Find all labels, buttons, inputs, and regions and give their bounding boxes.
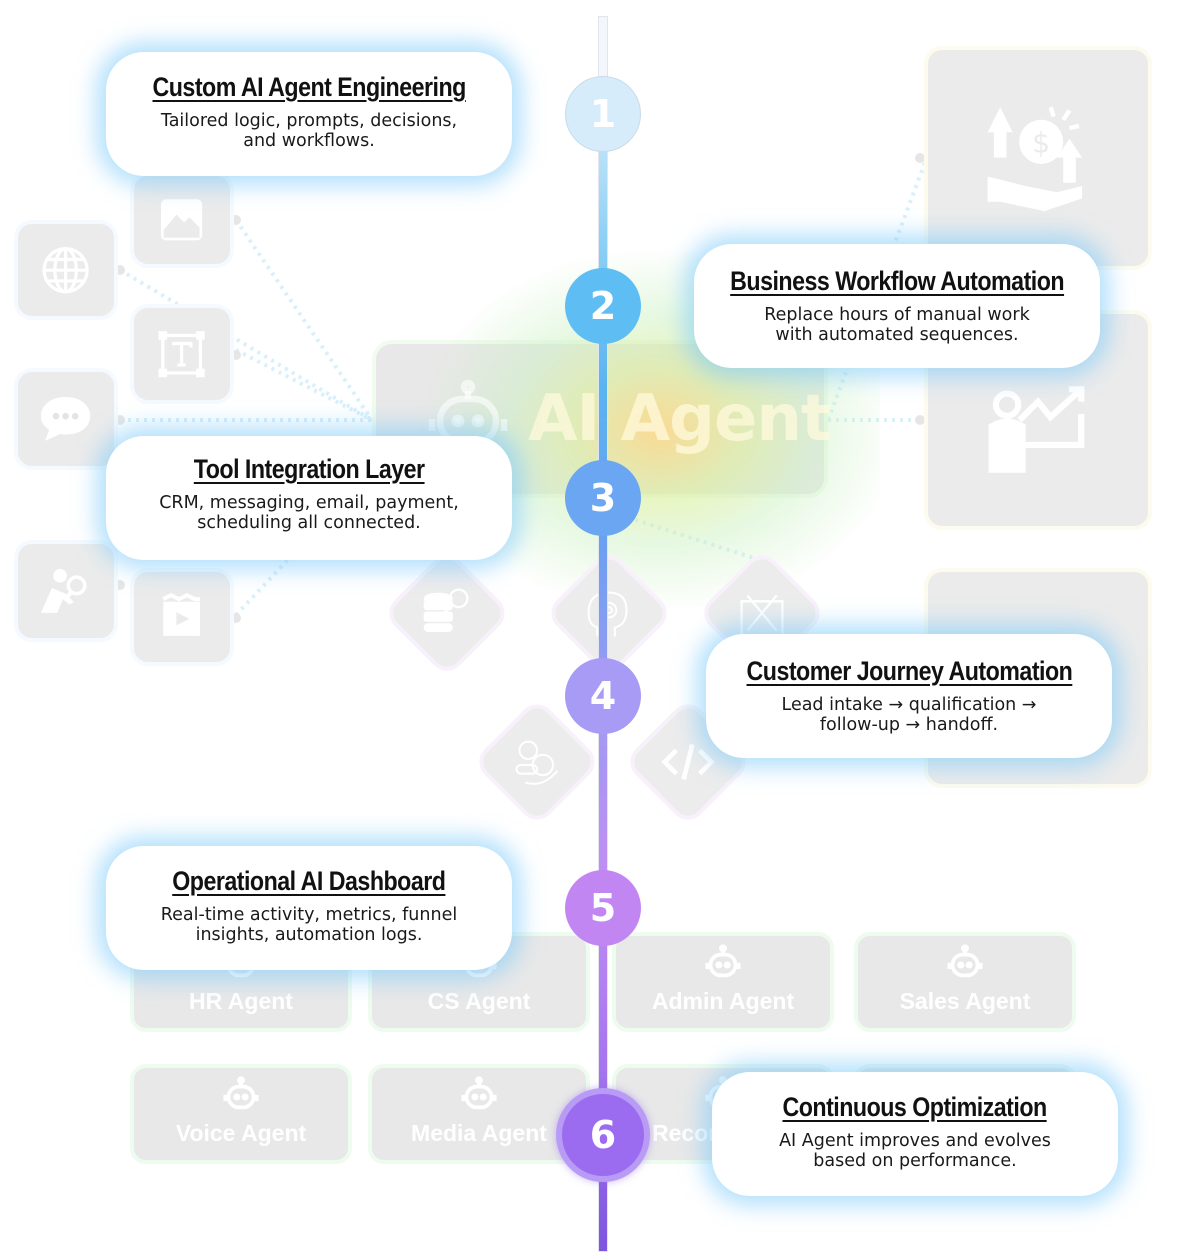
agent-tile-label: CS Agent: [427, 988, 531, 1014]
step-description: Replace hours of manual work with automa…: [764, 305, 1030, 345]
step-description: AI Agent improves and evolves based on p…: [779, 1131, 1051, 1171]
agent-tile-label: HR Agent: [189, 988, 293, 1014]
agent-tile-sales: Sales Agent: [854, 932, 1076, 1032]
search-person-tile: [14, 540, 118, 642]
step-card-1: Custom AI Agent Engineering Tailored log…: [106, 52, 512, 176]
step-marker-4: 4: [565, 658, 641, 734]
step-title: Tool Integration Layer: [193, 454, 425, 484]
step-card-2: Business Workflow Automation Replace hou…: [694, 244, 1100, 368]
video-play-icon: [162, 592, 201, 636]
svg-text:$: $: [1032, 127, 1050, 160]
step-marker-6: 6: [556, 1088, 650, 1182]
robot-icon: [705, 944, 741, 978]
step-title: Custom AI Agent Engineering: [152, 72, 466, 102]
chat-bubble-icon: [41, 397, 91, 441]
person-search-icon: [41, 569, 87, 613]
step-number: 2: [589, 284, 617, 328]
video-tool-tile: [130, 568, 234, 666]
step-description: CRM, messaging, email, payment, scheduli…: [159, 493, 459, 533]
step-title: Continuous Optimization: [782, 1092, 1048, 1122]
timeline-track: [598, 16, 608, 1252]
step-description: Tailored logic, prompts, decisions, and …: [160, 111, 458, 151]
step-number: 3: [589, 476, 617, 520]
step-title: Business Workflow Automation: [730, 266, 1064, 296]
text-tool-tile: [130, 304, 234, 404]
agent-tile-label: Voice Agent: [175, 1120, 307, 1146]
image-tool-tile: [130, 172, 234, 268]
robot-icon: [223, 1076, 259, 1110]
chat-tool-tile: [14, 368, 118, 470]
text-box-icon: [158, 330, 206, 378]
agent-tile-media: Media Agent: [368, 1064, 590, 1164]
agent-tile-label: Media Agent: [411, 1120, 547, 1146]
step-marker-5: 5: [565, 870, 641, 946]
step-card-5: Operational AI Dashboard Real-time activ…: [106, 846, 512, 970]
step-number: 6: [589, 1113, 617, 1157]
image-icon: [161, 199, 203, 241]
person-chart-icon: [988, 385, 1085, 473]
agent-tile-label: Recon: [652, 1120, 723, 1146]
step-title: Customer Journey Automation: [746, 656, 1072, 686]
database-key-icon: [423, 588, 469, 632]
agent-tile-voice: Voice Agent: [130, 1064, 352, 1164]
agent-tile-label: Sales Agent: [899, 988, 1031, 1014]
step-title: Operational AI Dashboard: [172, 866, 446, 896]
step-marker-3: 3: [565, 460, 641, 536]
globe-icon: [42, 246, 90, 294]
step-description: Lead intake → qualification → follow-up …: [781, 695, 1037, 735]
agent-tile-label: Admin Agent: [651, 988, 795, 1014]
crm-gear-icon: [515, 740, 559, 785]
robot-icon: [947, 944, 983, 978]
money-growth-tile: $: [924, 46, 1152, 270]
step-marker-2: 2: [565, 268, 641, 344]
ai-agent-hub-label: AI Agent: [528, 382, 832, 456]
brain-gear-icon: [587, 591, 628, 637]
robot-icon: [461, 1076, 497, 1110]
money-growth-icon: $: [987, 106, 1083, 212]
step-number: 5: [589, 886, 617, 930]
globe-tool-tile: [14, 220, 118, 320]
step-card-6: Continuous Optimization AI Agent improve…: [712, 1072, 1118, 1196]
agent-tile-admin: Admin Agent: [612, 932, 834, 1032]
step-description: Real-time activity, metrics, funnel insi…: [160, 905, 458, 945]
step-card-4: Customer Journey Automation Lead intake …: [706, 634, 1112, 758]
step-marker-1: 1: [565, 76, 641, 152]
step-number: 1: [589, 92, 617, 136]
step-number: 4: [589, 674, 617, 718]
code-icon: [661, 743, 715, 781]
step-card-3: Tool Integration Layer CRM, messaging, e…: [106, 436, 512, 560]
